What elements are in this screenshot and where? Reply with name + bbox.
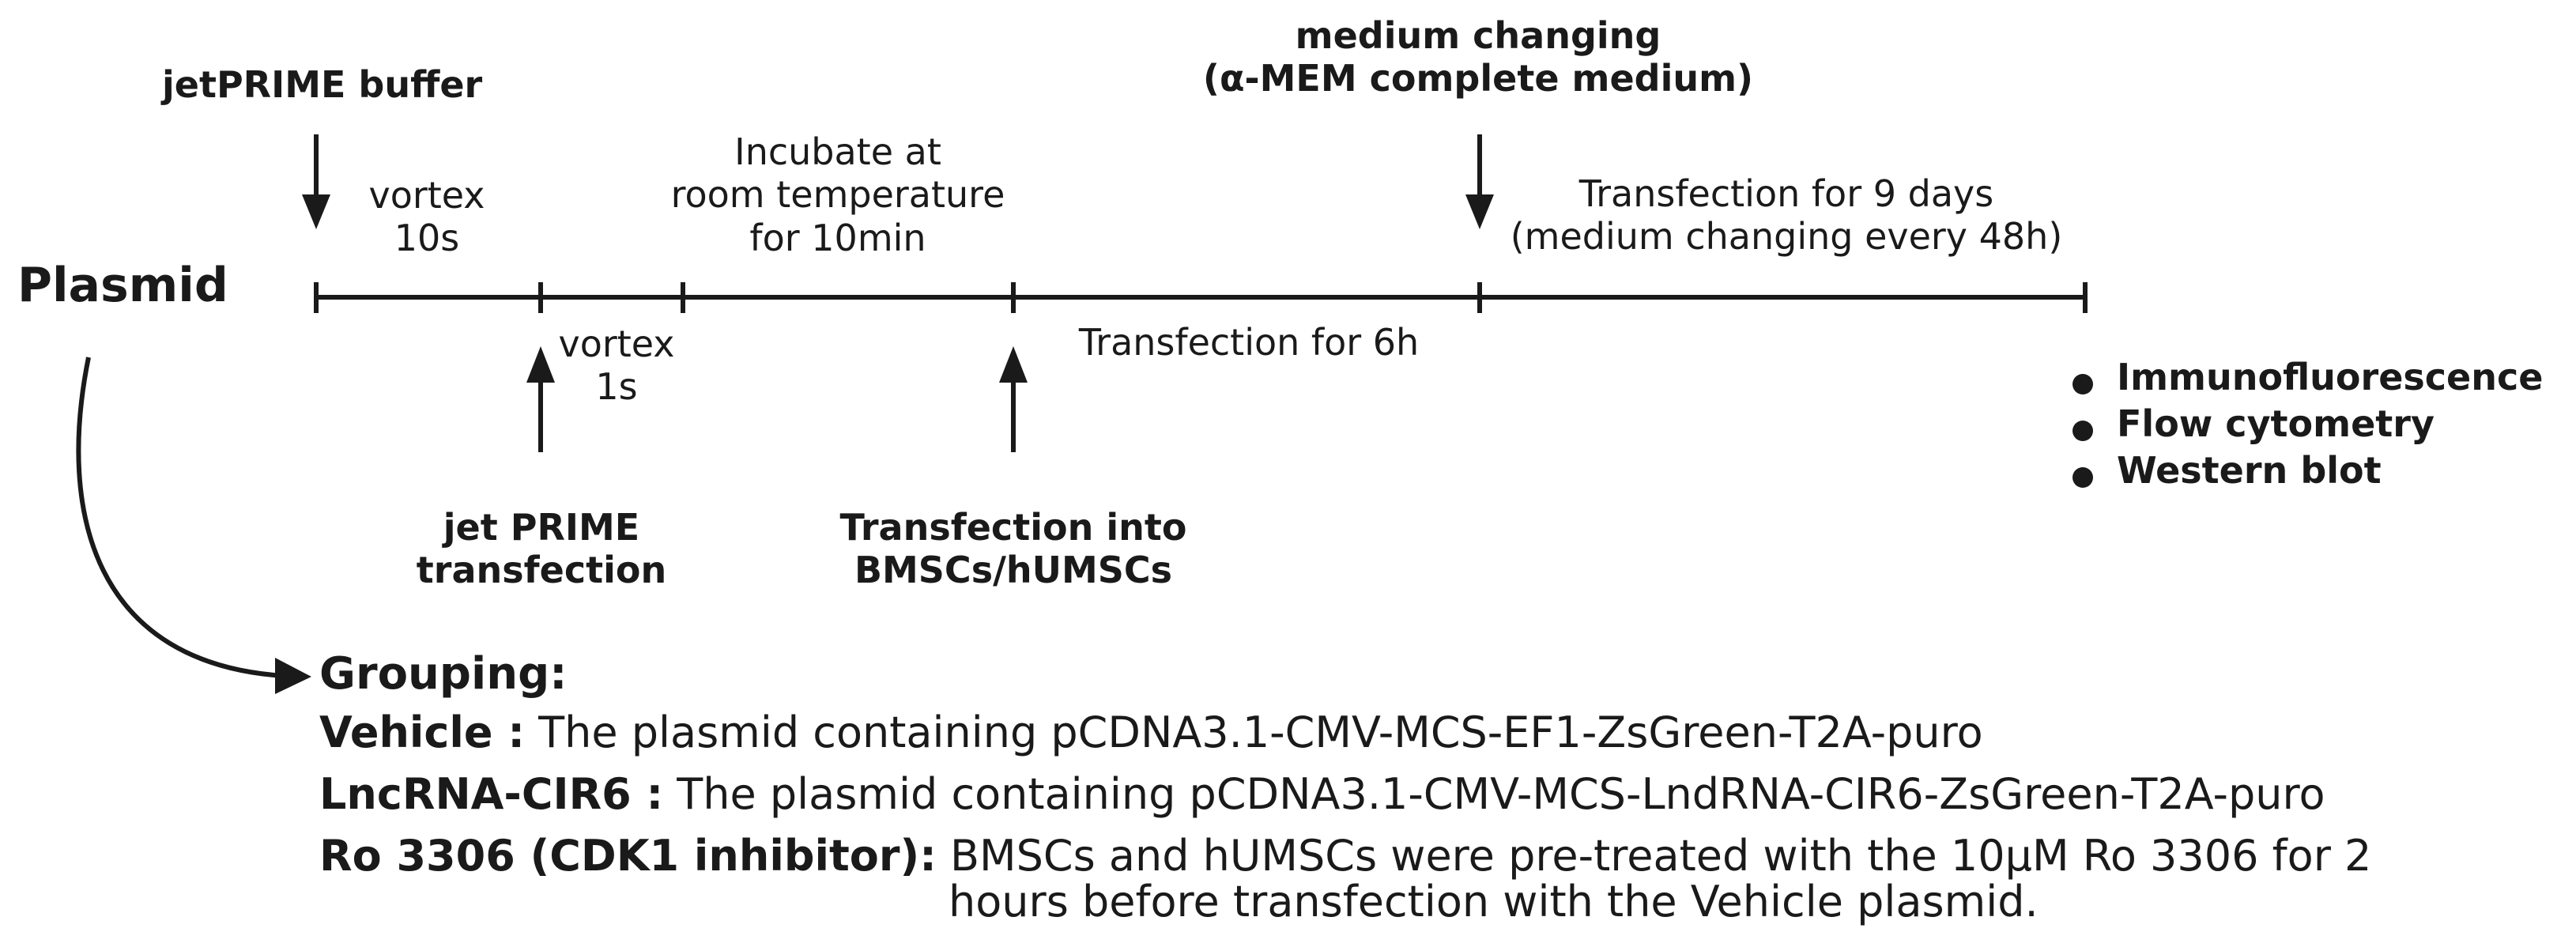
vortex-1s-label: vortex 1s [545, 323, 688, 409]
transfection-into-line1: Transfection into [839, 506, 1187, 549]
grouping-title: Grouping: [319, 648, 568, 700]
grouping-desc-lncrna: The plasmid containing pCDNA3.1-CMV-MCS-… [677, 769, 2325, 819]
grouping-key-vehicle: Vehicle : [319, 708, 525, 757]
transfection-9-days-label: Transfection for 9 days (medium changing… [1486, 172, 2087, 259]
medium-changing-line1: medium changing [1295, 14, 1661, 57]
grouping-key-lncrna: LncRNA-CIR6 : [319, 769, 664, 819]
jetprime-transfection-label: jet PRIME transfection [379, 506, 703, 592]
readout-item-3: Western blot [2117, 449, 2382, 492]
grouping-row-vehicle: Vehicle : The plasmid containing pCDNA3.… [319, 709, 1983, 756]
readout-item-2: Flow cytometry [2117, 402, 2435, 445]
incubate-label: Incubate at room temperature for 10min [617, 130, 1059, 259]
medium-changing-line2: (α-MEM complete medium) [1202, 57, 1754, 100]
plasmid-label: Plasmid [17, 258, 228, 313]
vortex-10s-label: vortex 10s [332, 174, 522, 260]
grouping-desc-vehicle: The plasmid containing pCDNA3.1-CMV-MCS-… [538, 708, 1983, 757]
grouping-row-lncrna: LncRNA-CIR6 : The plasmid containing pCD… [319, 771, 2325, 817]
medium-changing-label: medium changing (α-MEM complete medium) [1162, 14, 1794, 100]
arrowhead-jetprime-transfection [526, 346, 555, 383]
vortex-10s-line1: vortex [368, 174, 485, 217]
arrowhead-transfection-into [999, 346, 1028, 383]
arrowhead-grouping [275, 658, 311, 694]
jetprime-transfection-line2: transfection [416, 549, 667, 592]
incubate-line1: Incubate at [734, 130, 941, 173]
jetprime-transfection-line1: jet PRIME [443, 506, 640, 549]
transfection-9-days-line2: (medium changing every 48h) [1510, 215, 2063, 259]
transfection-6h-label: Transfection for 6h [1078, 321, 1420, 364]
grouping-desc-ro3306: BMSCs and hUMSCs were pre-treated with t… [949, 831, 2372, 881]
grouping-key-ro3306: Ro 3306 (CDK1 inhibitor): [319, 831, 937, 881]
grouping-desc-ro3306-continued: hours before transfection with the Vehic… [949, 877, 2039, 926]
plasmid-to-grouping-connector [76, 357, 285, 678]
vortex-1s-line2: 1s [595, 365, 638, 409]
readout-bullet-1 [2072, 374, 2093, 394]
incubate-line3: for 10min [749, 216, 926, 259]
readout-bullet-2 [2072, 421, 2093, 441]
transfection-into-label: Transfection into BMSCs/hUMSCs [808, 506, 1219, 592]
arrowhead-medium-changing [1465, 194, 1494, 229]
readout-item-1: Immunofluorescence [2117, 356, 2544, 398]
incubate-line2: room temperature [670, 173, 1005, 217]
vortex-1s-line1: vortex [558, 323, 675, 365]
transfection-9-days-line1: Transfection for 9 days [1578, 172, 1994, 215]
arrowhead-jetprime-buffer [302, 194, 330, 229]
readout-bullet-3 [2072, 467, 2093, 488]
transfection-into-line2: BMSCs/hUMSCs [854, 549, 1173, 592]
grouping-row-ro3306: Ro 3306 (CDK1 inhibitor): BMSCs and hUMS… [319, 832, 2371, 879]
jetprime-buffer-label: jetPRIME buffer [162, 63, 483, 106]
vortex-10s-line2: 10s [394, 217, 460, 260]
